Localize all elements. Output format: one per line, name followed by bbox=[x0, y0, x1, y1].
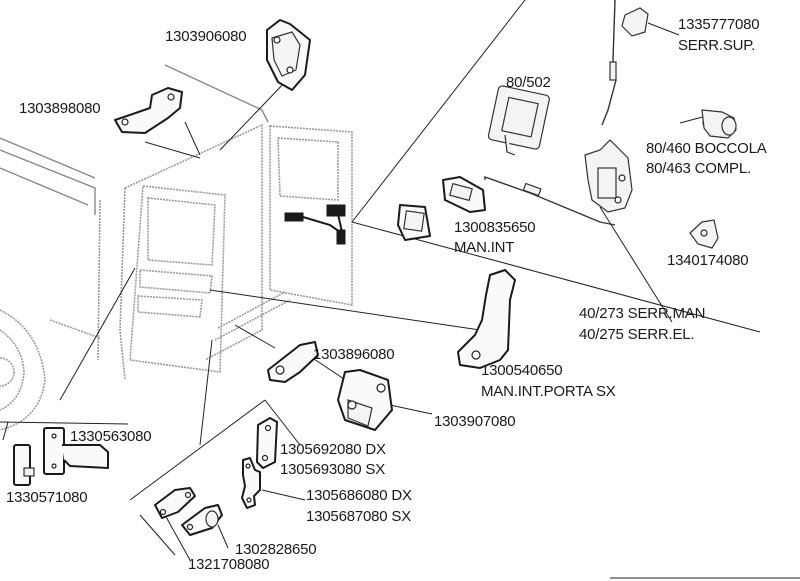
label-1340174080: 1340174080 bbox=[667, 252, 749, 269]
label-40-273: 40/273 SERR.MAN bbox=[579, 305, 706, 322]
part-connecting-cable bbox=[484, 176, 616, 226]
part-lock-rod-assembly bbox=[601, 0, 649, 126]
label-1335777080-code: 1335777080 bbox=[678, 16, 760, 33]
label-1305693080: 1305693080 SX bbox=[280, 461, 386, 478]
part-1305686080-bracket bbox=[241, 457, 261, 509]
part-1330563080-latch bbox=[43, 427, 109, 475]
label-1300540650-desc: MAN.INT.PORTA SX bbox=[481, 383, 616, 400]
label-1335777080-desc: SERR.SUP. bbox=[678, 37, 756, 54]
label-1302828650: 1302828650 bbox=[235, 541, 317, 558]
part-80-502-handle bbox=[487, 85, 550, 156]
part-1300540650-door-handle bbox=[457, 269, 516, 369]
label-80-502: 80/502 bbox=[506, 74, 551, 91]
label-1303896080: 1303896080 bbox=[313, 346, 395, 363]
part-main-lock-body bbox=[584, 139, 633, 213]
label-1305687080: 1305687080 SX bbox=[306, 508, 412, 525]
label-80-460: 80/460 BOCCOLA bbox=[646, 140, 767, 157]
label-1305692080: 1305692080 DX bbox=[280, 441, 386, 458]
van-body bbox=[0, 64, 353, 431]
part-1303898080-bracket bbox=[114, 87, 183, 134]
label-1303898080: 1303898080 bbox=[19, 100, 101, 117]
label-1321708080: 1321708080 bbox=[188, 556, 270, 573]
part-1303896080-hinge-bracket bbox=[267, 341, 319, 383]
label-1303906080: 1303906080 bbox=[165, 28, 247, 45]
label-1300835650-code: 1300835650 bbox=[454, 219, 536, 236]
label-1300540650-code: 1300540650 bbox=[481, 362, 563, 379]
part-1300835650-handle bbox=[397, 176, 486, 241]
label-1305686080: 1305686080 DX bbox=[306, 487, 412, 504]
label-1330563080: 1330563080 bbox=[70, 428, 152, 445]
label-1330571080: 1330571080 bbox=[6, 489, 88, 506]
part-1303906080-hinge-block bbox=[266, 19, 311, 91]
part-1340174080-catch bbox=[689, 219, 719, 249]
label-80-463: 80/463 COMPL. bbox=[646, 160, 751, 177]
label-1303907080: 1303907080 bbox=[434, 413, 516, 430]
label-40-275: 40/275 SERR.EL. bbox=[579, 326, 695, 343]
part-1305692080-plate bbox=[256, 417, 278, 469]
part-1303907080-hinge-block bbox=[337, 369, 393, 431]
part-1330571080-striker bbox=[13, 444, 35, 486]
part-80-460-bushing bbox=[701, 109, 737, 139]
door-wiring-harness bbox=[284, 204, 346, 245]
part-1302828650-pin-plate bbox=[181, 504, 223, 536]
part-1321708080-plate bbox=[154, 487, 196, 519]
label-1300835650-desc: MAN.INT bbox=[454, 239, 515, 256]
